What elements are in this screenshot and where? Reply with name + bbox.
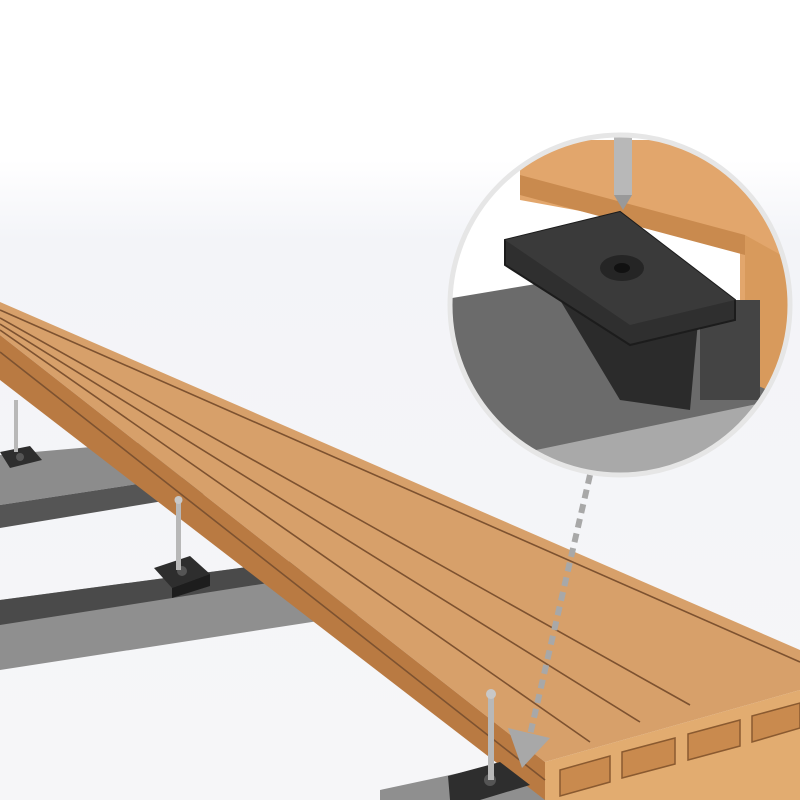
board-grooves [0, 309, 800, 781]
board-side [0, 335, 545, 800]
clip [154, 496, 210, 598]
zoom-inset [447, 132, 793, 478]
clip [448, 689, 530, 800]
screw-icon [488, 694, 494, 780]
board-top [0, 302, 800, 762]
dashed-arrow-icon [508, 474, 593, 768]
deck-board [0, 302, 800, 800]
screw-icon [14, 400, 18, 452]
joist [0, 560, 300, 625]
board-end-holes [559, 702, 800, 797]
clip [0, 400, 42, 468]
screw-icon [614, 135, 632, 195]
screw-icon [176, 500, 181, 570]
